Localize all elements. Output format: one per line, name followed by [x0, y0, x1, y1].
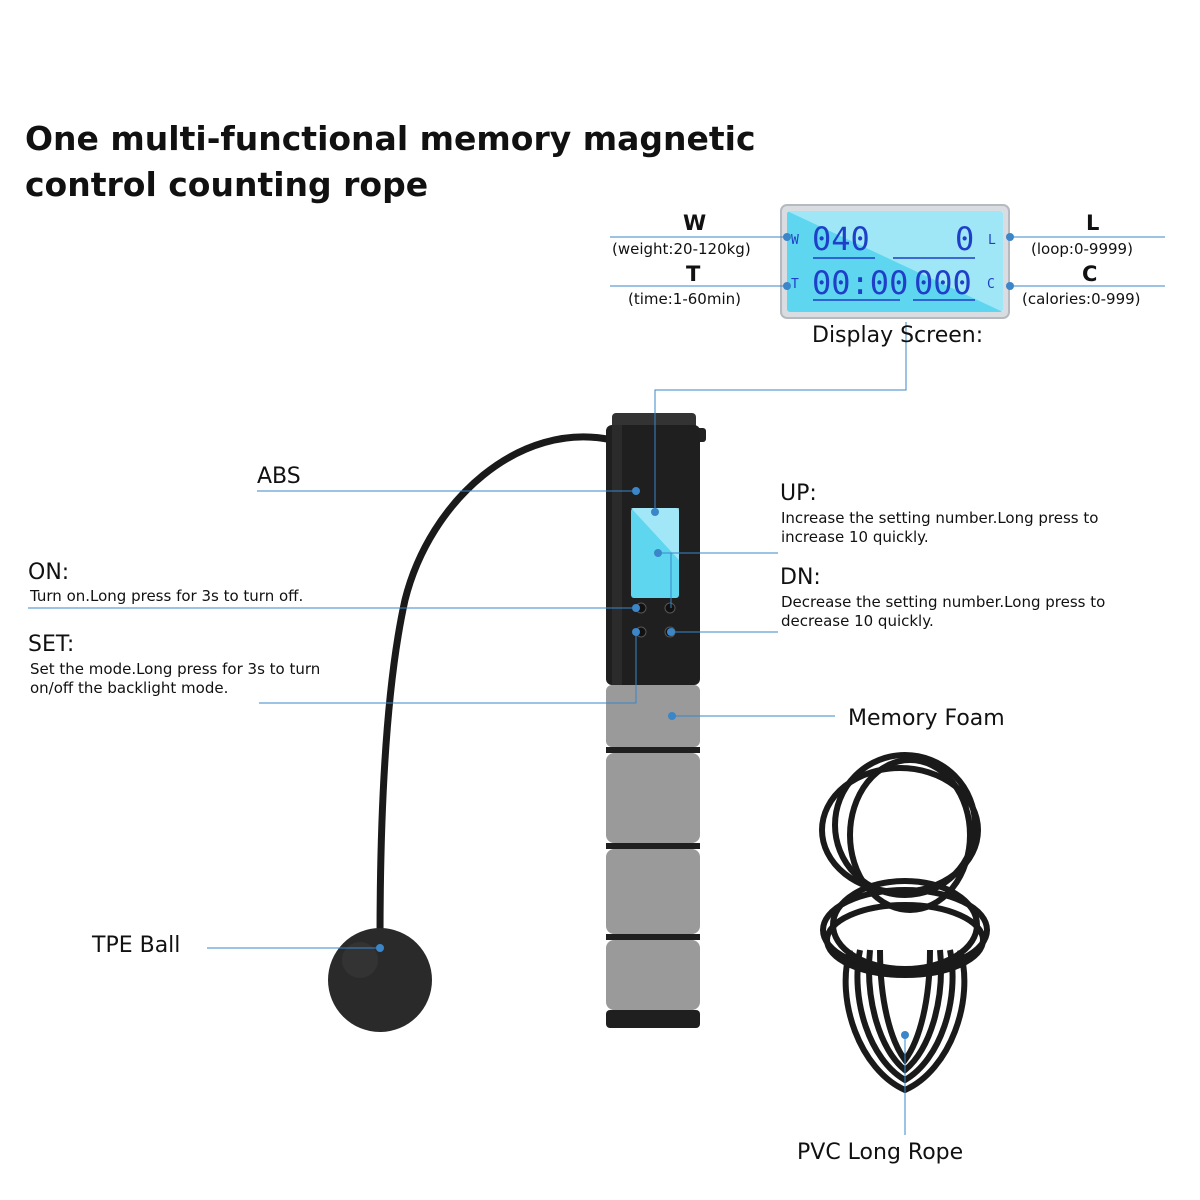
up-button[interactable]	[664, 602, 676, 614]
handle-lcd-glare	[631, 508, 679, 560]
label-dn-line2: decrease 10 quickly.	[781, 612, 934, 630]
display-caption: Display Screen:	[812, 323, 984, 348]
grip-ring	[606, 747, 700, 753]
display-glare	[787, 211, 1003, 312]
label-up-head: UP:	[780, 481, 817, 506]
label-set-line2: on/off the backlight mode.	[30, 679, 229, 697]
foam-segment	[606, 940, 700, 1010]
handle-shade	[612, 425, 622, 685]
label-on-desc: Turn on.Long press for 3s to turn off.	[30, 587, 304, 605]
pvc-rope-coil	[819, 752, 990, 1094]
lcd-tag-c: C	[987, 277, 995, 292]
label-set-head: SET:	[28, 632, 75, 657]
tpe-ball	[328, 928, 432, 1032]
label-abs: ABS	[257, 464, 301, 489]
label-up-line2: increase 10 quickly.	[781, 528, 929, 546]
label-on-head: ON:	[28, 560, 70, 585]
legend-w-desc: (weight:20-120kg)	[612, 240, 751, 258]
legend-c-desc: (calories:0-999)	[1022, 290, 1141, 308]
page-title-line1: One multi-functional memory magnetic	[25, 119, 756, 158]
legend-l-letter: L	[1086, 211, 1100, 235]
foam-segment	[606, 685, 700, 747]
foam-segment	[606, 753, 700, 843]
lcd-value-l: 0	[955, 220, 975, 258]
legend-c-letter: C	[1082, 262, 1098, 286]
lcd-value-t: 00:00	[812, 264, 909, 302]
grip-ring	[606, 934, 700, 940]
legend-w-letter: W	[683, 211, 707, 235]
lcd-tag-w: W	[791, 233, 799, 248]
label-memory-foam: Memory Foam	[848, 706, 1005, 731]
label-pvc-rope: PVC Long Rope	[797, 1140, 964, 1165]
grip-ring	[606, 843, 700, 849]
rope-cord	[376, 433, 613, 941]
label-tpe-ball: TPE Ball	[92, 933, 181, 958]
lcd-tag-l: L	[988, 233, 996, 248]
handle-end-cap	[606, 1010, 700, 1028]
leader-lines	[28, 236, 1165, 1135]
page-title-line2: control counting rope	[25, 165, 429, 204]
lcd-tag-t: T	[791, 277, 799, 292]
legend-t-desc: (time:1-60min)	[628, 290, 741, 308]
lcd-value-w: 040	[812, 220, 870, 258]
lcd-value-c: 000	[914, 264, 972, 302]
legend-l-desc: (loop:0-9999)	[1031, 240, 1133, 258]
label-set-line1: Set the mode.Long press for 3s to turn	[30, 660, 321, 678]
leader-dots	[376, 233, 1014, 1039]
legend-t-letter: T	[686, 262, 701, 286]
label-dn-line1: Decrease the setting number.Long press t…	[781, 593, 1106, 611]
label-dn-head: DN:	[780, 565, 821, 590]
tpe-ball-highlight	[342, 942, 378, 978]
foam-segment	[606, 849, 700, 934]
label-up-line1: Increase the setting number.Long press t…	[781, 509, 1099, 527]
